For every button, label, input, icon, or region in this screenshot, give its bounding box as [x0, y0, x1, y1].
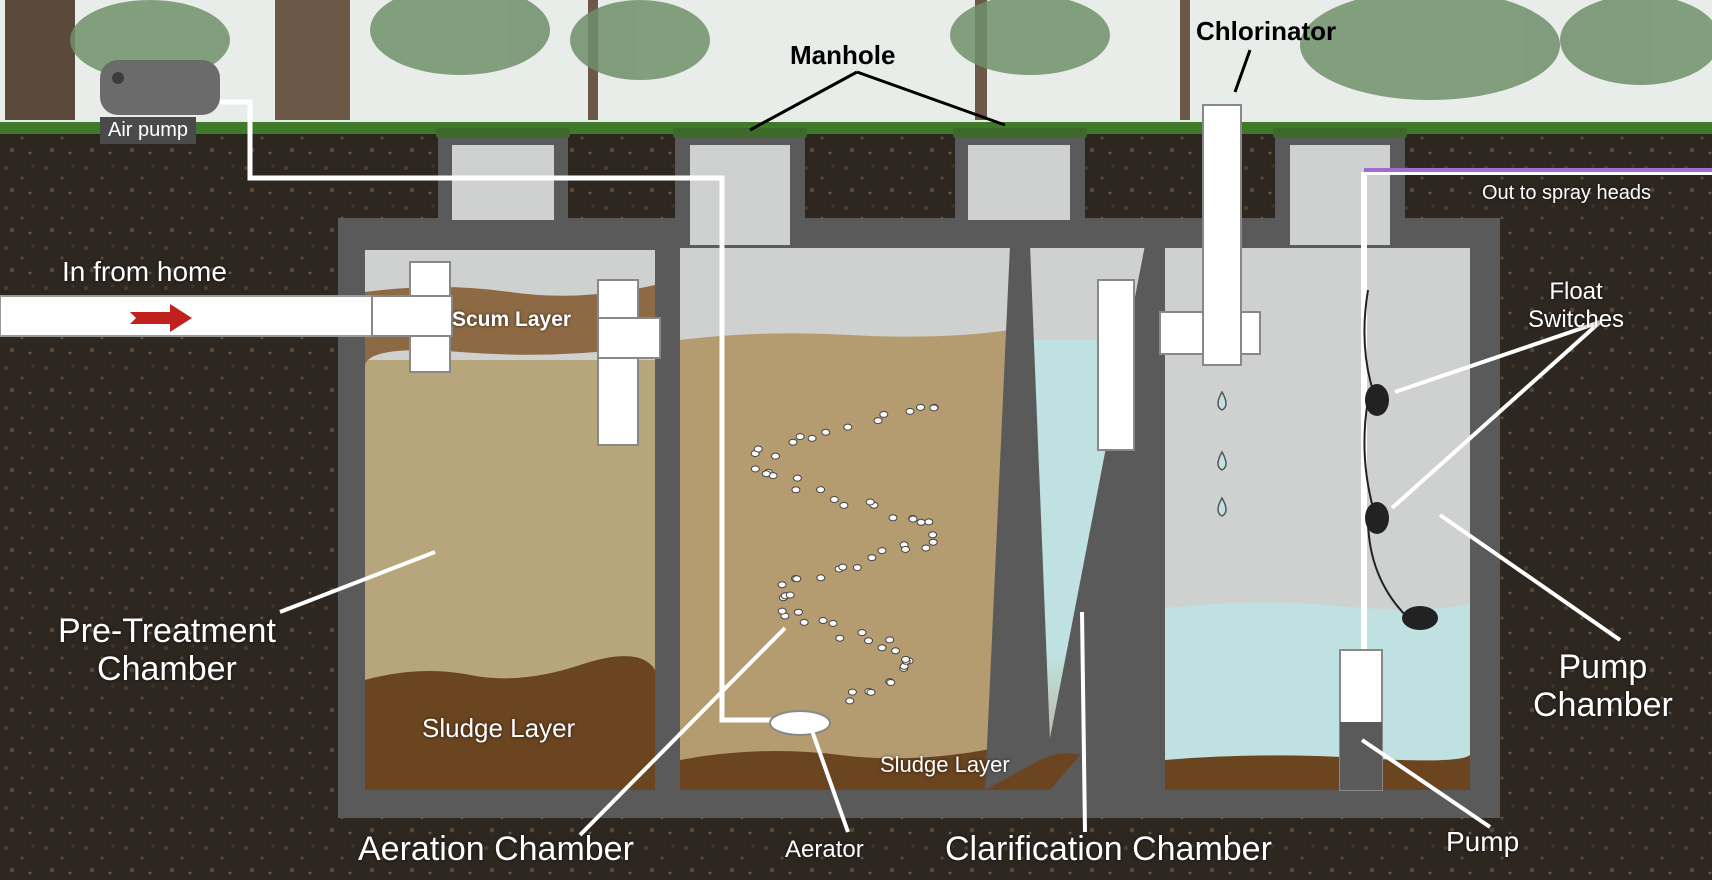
air-bubble	[816, 486, 826, 494]
pump-chamber-line2: Chamber	[1533, 686, 1673, 724]
air-bubble	[791, 486, 801, 494]
float-switches-line1: Float	[1549, 278, 1603, 305]
air-bubble	[845, 697, 855, 705]
pre-treatment-chamber-label: Pre-Treatment Chamber	[58, 612, 276, 688]
float-switches	[1365, 384, 1438, 630]
pretreatment-sludge	[365, 656, 655, 790]
air-bubble	[761, 470, 771, 478]
air-bubble	[928, 538, 938, 546]
air-bubble	[916, 403, 925, 411]
sludge-layer-mid-label: Sludge Layer	[880, 752, 1010, 777]
manhole-label: Manhole	[790, 40, 896, 70]
clarification-sludge	[985, 753, 1080, 790]
float-switches-label: Float Switches	[1528, 278, 1624, 334]
grass	[0, 122, 1712, 134]
leader-lines	[749, 49, 1252, 132]
outlet-tee	[597, 279, 661, 446]
air-bubble	[879, 410, 889, 418]
air-bubble	[865, 498, 875, 506]
in-from-home-label: In from home	[62, 256, 227, 287]
leader-lines-white	[279, 320, 1622, 837]
air-bubble	[908, 515, 918, 523]
air-bubble	[857, 629, 867, 637]
air-bubble	[753, 445, 763, 453]
air-bubble	[877, 644, 887, 652]
air-bubble	[877, 547, 887, 555]
air-bubble	[929, 404, 939, 412]
air-bubble	[829, 496, 839, 503]
aerator-label: Aerator	[785, 836, 864, 863]
air-bubble	[828, 619, 838, 627]
aerator	[769, 710, 831, 736]
pump-chamber-label: Pump Chamber	[1533, 648, 1673, 724]
float-switches-line2: Switches	[1528, 306, 1625, 333]
clarification-chamber-label: Clarification Chamber	[945, 830, 1272, 868]
air-bubble	[777, 607, 787, 615]
air-bubble	[771, 452, 780, 460]
scum-layer-label: Scum Layer	[452, 308, 572, 331]
aeration-chamber-label: Aeration Chamber	[358, 830, 634, 868]
pump-water	[1165, 602, 1470, 790]
partition-wedge	[985, 245, 1052, 790]
inflow-arrow	[130, 304, 192, 332]
air-bubble	[821, 428, 831, 436]
inlet-pipe	[0, 295, 381, 337]
air-bubble	[924, 518, 934, 526]
air-bubble	[885, 636, 895, 644]
aeration-sludge	[680, 745, 1010, 790]
air-bubble	[838, 563, 848, 571]
chlorine-drips	[1217, 390, 1227, 517]
pump-label: Pump	[1446, 826, 1520, 857]
air-bubble	[788, 438, 798, 446]
air-bubble	[793, 608, 803, 616]
air-pump	[100, 60, 220, 115]
air-bubble	[928, 531, 938, 539]
air-bubble	[852, 564, 862, 572]
air-bubble	[873, 417, 883, 425]
pre-treatment-line1: Pre-Treatment	[58, 612, 276, 650]
manhole-lids	[436, 128, 1407, 138]
air-bubble	[847, 688, 857, 696]
pre-treatment-line2: Chamber	[97, 650, 237, 688]
air-bubble	[921, 544, 931, 552]
air-bubble	[816, 574, 826, 582]
air-bubble	[864, 637, 873, 645]
air-bubble	[777, 581, 787, 589]
air-bubble	[916, 518, 926, 526]
air-bubble	[835, 634, 845, 642]
air-bubble	[886, 679, 896, 686]
air-bubble	[750, 465, 760, 473]
air-bubble	[839, 501, 849, 509]
sludge-layer-left-label: Sludge Layer	[422, 713, 576, 743]
air-bubble	[888, 514, 898, 522]
aeration-bubbles	[750, 403, 939, 705]
air-bubble	[792, 575, 802, 583]
air-bubble	[818, 617, 828, 624]
air-pump-label: Air pump	[100, 117, 197, 144]
aeration-liquid	[680, 330, 1010, 790]
pump-chamber-line1: Pump	[1558, 648, 1648, 686]
air-bubble	[867, 554, 877, 562]
air-bubble	[866, 688, 876, 696]
chlorinator-label: Chlorinator	[1196, 16, 1337, 46]
air-bubble	[901, 545, 910, 553]
air-bubble	[785, 591, 795, 599]
air-bubble	[905, 407, 915, 415]
transfer-pipe	[1097, 104, 1261, 451]
air-bubble	[799, 618, 809, 626]
air-bubble	[843, 423, 853, 431]
air-bubble	[901, 655, 911, 663]
inlet-tee	[371, 261, 453, 373]
air-bubble	[795, 433, 805, 441]
air-bubble	[792, 474, 802, 482]
out-to-spray-heads-label: Out to spray heads	[1482, 182, 1651, 204]
manhole-interiors	[452, 145, 1390, 245]
air-bubble	[891, 647, 900, 655]
air-bubble	[807, 434, 817, 442]
